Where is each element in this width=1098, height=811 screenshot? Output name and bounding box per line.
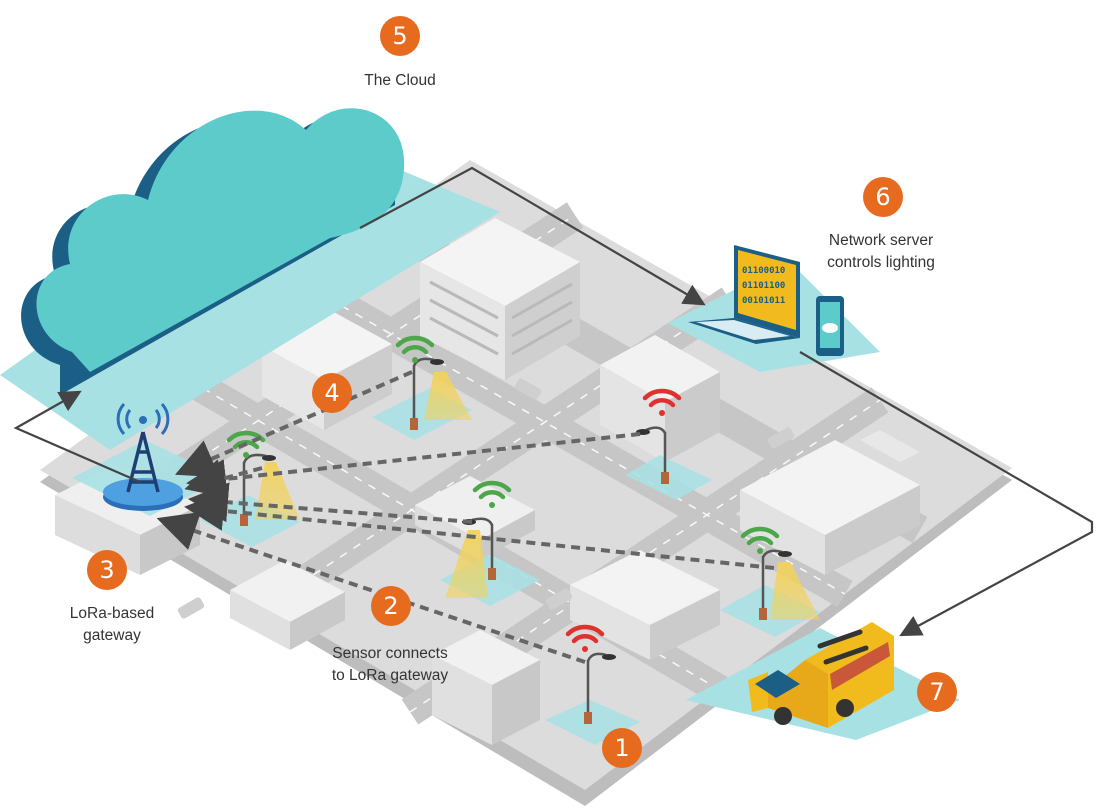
lowrise-building [230, 560, 345, 650]
step-6-label: Network server controls lighting [806, 230, 956, 274]
step-badge-4: 4 [312, 373, 352, 413]
office-tower [420, 218, 580, 380]
step-badge-6: 6 [863, 177, 903, 217]
step-badge-1: 1 [602, 728, 642, 768]
step-badge-3: 3 [87, 550, 127, 590]
step-3-label-line: LoRa-based [69, 605, 155, 622]
step-5-label: The Cloud [340, 70, 460, 92]
wifi-signal-fault-icon [565, 624, 605, 652]
wifi-signal-fault-icon [642, 388, 682, 416]
step-3-label: LoRa-based gateway [42, 603, 182, 647]
street-lamp [584, 652, 616, 724]
wifi-signal-ok-icon [740, 526, 780, 554]
street-lamp [759, 549, 820, 620]
front-building [432, 630, 540, 745]
step-badge-5: 5 [380, 16, 420, 56]
cloud-illustration [0, 108, 500, 450]
phone-illustration [816, 296, 844, 356]
step-6-label-line: controls lighting [827, 254, 935, 271]
sensor-to-gateway-links [156, 370, 775, 664]
step-2-label-line: Sensor connects [332, 645, 448, 662]
wifi-signal-ok-icon [472, 480, 512, 508]
step-2-label-line: to LoRa gateway [331, 667, 449, 684]
laptop-code-line: 01100010 [742, 266, 785, 276]
street-lamp [410, 357, 472, 430]
step-2-label: Sensor connects to LoRa gateway [318, 643, 462, 687]
cars [177, 378, 795, 619]
maintenance-van-illustration [686, 622, 960, 740]
wifi-signal-ok-icon [395, 335, 435, 363]
step-badge-7: 7 [917, 672, 957, 712]
laptop-code-line: 00101011 [742, 296, 785, 306]
warehouse-building [740, 430, 920, 575]
mall-building [570, 550, 720, 660]
process-flow-connectors [13, 166, 1094, 637]
laptop-code-line: 01101100 [742, 281, 785, 291]
corner-building [600, 335, 720, 462]
step-badge-2: 2 [371, 586, 411, 626]
step-5-label-line: The Cloud [364, 72, 436, 89]
step-3-label-line: gateway [83, 627, 141, 644]
step-6-label-line: Network server [828, 232, 934, 249]
